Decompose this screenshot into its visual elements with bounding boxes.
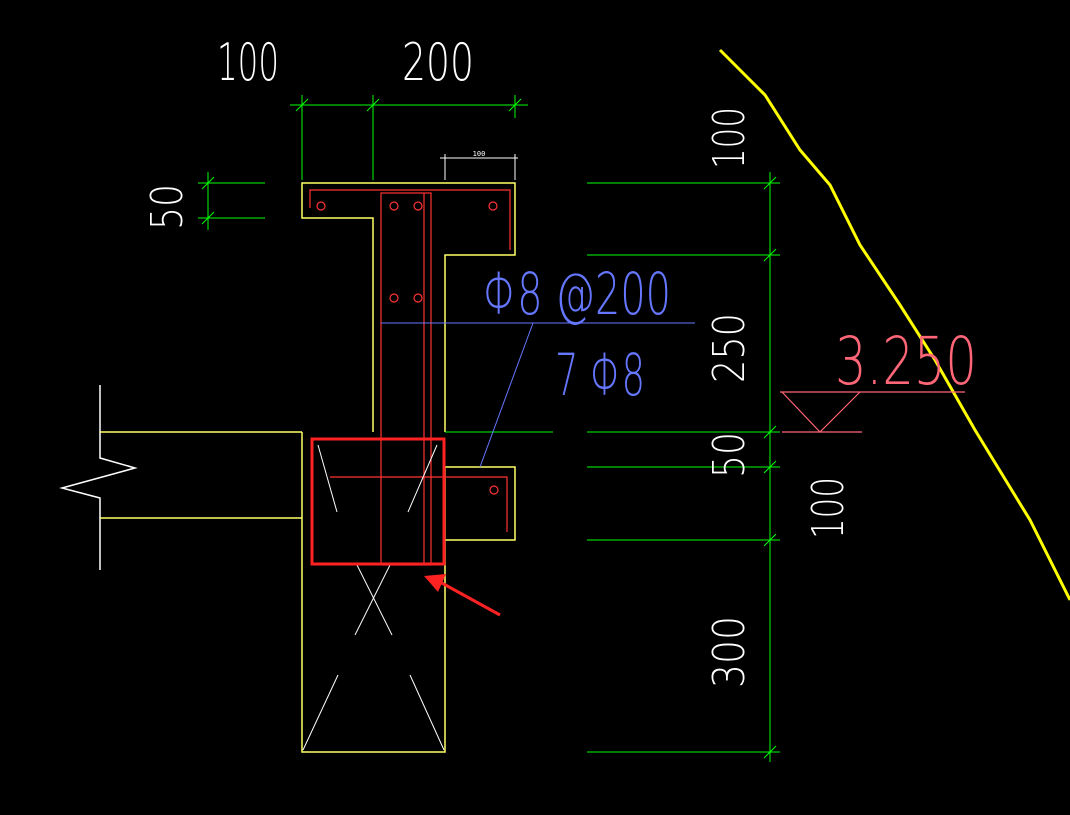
dim-right-4: 100 (803, 477, 854, 539)
dim-right-3: 50 (704, 432, 755, 478)
dim-top-small: 100 (473, 150, 486, 158)
elevation-marker (780, 391, 965, 433)
dimension-lines (198, 95, 780, 762)
rebar-lines (309, 189, 511, 566)
dim-right-2: 250 (704, 313, 755, 383)
dim-top-right: 200 (402, 33, 474, 93)
rebar-dots (316, 201, 499, 495)
dim-right-1: 100 (704, 107, 755, 169)
section-cross-marks (302, 444, 445, 751)
dim-top-left: 100 (217, 33, 279, 93)
wall-break-symbol (59, 385, 138, 570)
highlight-arrow (424, 574, 501, 617)
concrete-outline (100, 182, 516, 753)
stirrup-label: Φ8 @200 (483, 260, 671, 328)
small-top-dimension (440, 154, 518, 180)
elevation-label: 3.250 (835, 323, 977, 400)
ground-slope-line (718, 48, 1070, 601)
dim-right-5: 300 (704, 616, 755, 688)
leader-lines (381, 322, 695, 468)
longitudinal-label: 7 Φ8 (555, 341, 645, 409)
highlight-box (310, 437, 446, 566)
dim-left-height: 50 (142, 184, 193, 230)
